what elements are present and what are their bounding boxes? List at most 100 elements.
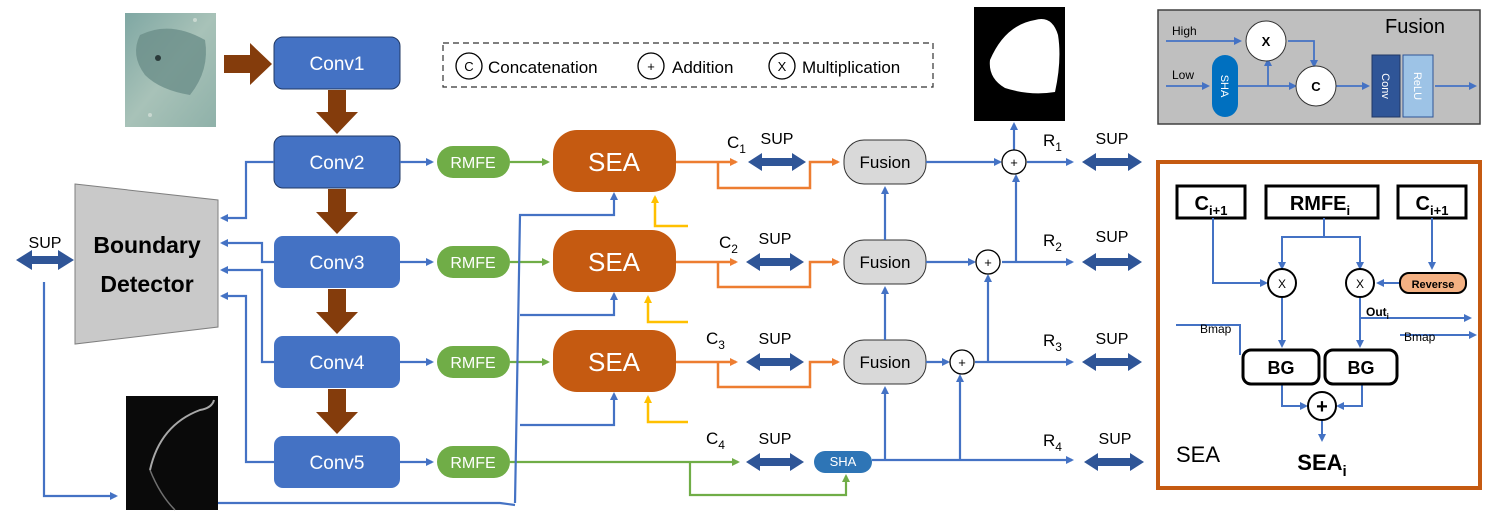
boundary-detector-line1: Boundary xyxy=(93,232,201,258)
sea-inset-c-right: Ci+1 xyxy=(1416,193,1449,218)
sup-middle-arrows: SUP SUP SUP SUP xyxy=(746,131,806,471)
sup-left-arrow xyxy=(16,250,74,270)
fusion-1-label: Fusion xyxy=(859,153,910,172)
svg-text:Bmap: Bmap xyxy=(1404,330,1436,344)
c4-label: C4 xyxy=(706,429,725,452)
svg-text:BG: BG xyxy=(1268,358,1295,378)
conv4-label: Conv4 xyxy=(310,353,365,374)
c2-label: C2 xyxy=(719,233,738,256)
conv4-block xyxy=(274,336,400,388)
boundary-detector: Boundary Detector xyxy=(74,183,219,345)
legend-mul-symbol: X xyxy=(778,59,787,74)
sup-r1-label: SUP xyxy=(1096,131,1129,148)
sea-inset-title: SEA xyxy=(1176,442,1220,467)
svg-text:BG: BG xyxy=(1348,358,1375,378)
legend: C Concatenation + Addition X Multiplicat… xyxy=(442,42,934,88)
bmap-to-sea-links xyxy=(513,192,618,504)
fusion-inset-low: Low xyxy=(1172,68,1194,82)
sup-r4-label: SUP xyxy=(1099,431,1132,448)
conv2-label: Conv2 xyxy=(310,153,365,174)
conv1-label: Conv1 xyxy=(310,54,365,75)
sea-1 xyxy=(553,130,676,192)
fusion-2-label: Fusion xyxy=(859,253,910,272)
rmfe-to-sea-links xyxy=(510,158,850,497)
fusion-column: Fusion Fusion Fusion xyxy=(843,139,927,385)
sha-label: SHA xyxy=(830,454,857,469)
svg-text:C: C xyxy=(1311,79,1321,94)
fusion-inset-high: High xyxy=(1172,24,1197,38)
r-labels: R1 R2 R3 R4 xyxy=(1043,131,1062,454)
input-image xyxy=(125,13,216,127)
legend-concat-symbol: C xyxy=(464,59,473,74)
conv3-label: Conv3 xyxy=(310,253,365,274)
fusion-inset: Fusion High Low X SHA C Conv ReLU xyxy=(1157,9,1481,125)
rmfe-2 xyxy=(437,246,510,278)
rmfe-3 xyxy=(437,346,510,378)
svg-text:Conv: Conv xyxy=(1379,73,1391,99)
sup-r3-label: SUP xyxy=(1096,331,1129,348)
rmfe-1-label: RMFE xyxy=(450,155,495,172)
sup-c1-label: SUP xyxy=(761,131,794,148)
brown-arrow-2-3 xyxy=(316,189,358,234)
legend-add-symbol: + xyxy=(647,59,655,74)
c-labels: C1 C2 C3 C4 xyxy=(706,133,746,452)
svg-text:+: + xyxy=(1010,155,1018,170)
yellow-feedback-links xyxy=(644,195,688,424)
sea-1-label: SEA xyxy=(588,147,641,177)
sha-block: SHA xyxy=(814,451,872,473)
svg-text:X: X xyxy=(1262,34,1271,49)
legend-concat-label: Concatenation xyxy=(488,58,598,77)
svg-text:+: + xyxy=(958,355,966,370)
brown-arrow-input xyxy=(224,43,272,85)
svg-text:+: + xyxy=(1316,396,1328,418)
svg-text:Bmap: Bmap xyxy=(1200,322,1232,336)
boundary-detector-line2: Detector xyxy=(100,271,193,297)
conv5-label: Conv5 xyxy=(310,453,365,474)
svg-text:Reverse: Reverse xyxy=(1412,279,1455,291)
rmfe-4-label: RMFE xyxy=(450,455,495,472)
sup-c3-label: SUP xyxy=(759,331,792,348)
sea-inset-c-left: Ci+1 xyxy=(1195,193,1228,218)
conv5-block xyxy=(274,436,400,488)
r4-label: R4 xyxy=(1043,431,1062,454)
c3-label: C3 xyxy=(706,329,725,352)
brown-arrow-1-2 xyxy=(316,90,358,134)
sea-inset-output: SEAi xyxy=(1297,450,1346,480)
fusion-3-label: Fusion xyxy=(859,353,910,372)
sea-3-label: SEA xyxy=(588,347,641,377)
sea-column: SEA SEA SEA xyxy=(553,130,676,392)
plus-nodes: + + + xyxy=(949,149,1027,375)
encoder-to-detector-links xyxy=(42,160,516,507)
sup-right-arrows: SUP SUP SUP SUP xyxy=(1082,131,1144,471)
sea-inset-rmfe: RMFEi xyxy=(1290,193,1350,218)
boundary-map-image xyxy=(126,396,218,511)
c1-label: C1 xyxy=(727,133,746,156)
r2-label: R2 xyxy=(1043,231,1062,254)
rmfe-1 xyxy=(437,146,510,178)
sea-3 xyxy=(553,330,676,392)
svg-text:ReLU: ReLU xyxy=(1411,72,1423,100)
brown-arrow-4-5 xyxy=(316,389,358,434)
sea-2 xyxy=(553,230,676,292)
sup-c4-label: SUP xyxy=(759,431,792,448)
conv-to-rmfe-links xyxy=(400,158,434,466)
r3-label: R3 xyxy=(1043,331,1062,354)
rmfe-2-label: RMFE xyxy=(450,255,495,272)
conv3-block xyxy=(274,236,400,288)
rmfe-column: RMFE RMFE RMFE RMFE xyxy=(437,146,510,478)
sea-inset-out: Outi xyxy=(1366,305,1389,321)
fusion-inset-title: Fusion xyxy=(1385,16,1445,38)
rmfe-4 xyxy=(437,446,510,478)
conv1-block xyxy=(273,36,401,90)
r1-label: R1 xyxy=(1043,131,1062,154)
encoder-column: Conv1 Conv2 Conv3 Conv4 Conv5 xyxy=(273,36,401,488)
svg-text:X: X xyxy=(1278,277,1286,291)
legend-add-label: Addition xyxy=(672,58,733,77)
sea-2-label: SEA xyxy=(588,247,641,277)
output-mask-image xyxy=(974,7,1065,121)
fusion-links xyxy=(872,122,1074,464)
sup-r2-label: SUP xyxy=(1096,229,1129,246)
svg-text:+: + xyxy=(984,255,992,270)
svg-text:SHA: SHA xyxy=(1218,75,1230,98)
